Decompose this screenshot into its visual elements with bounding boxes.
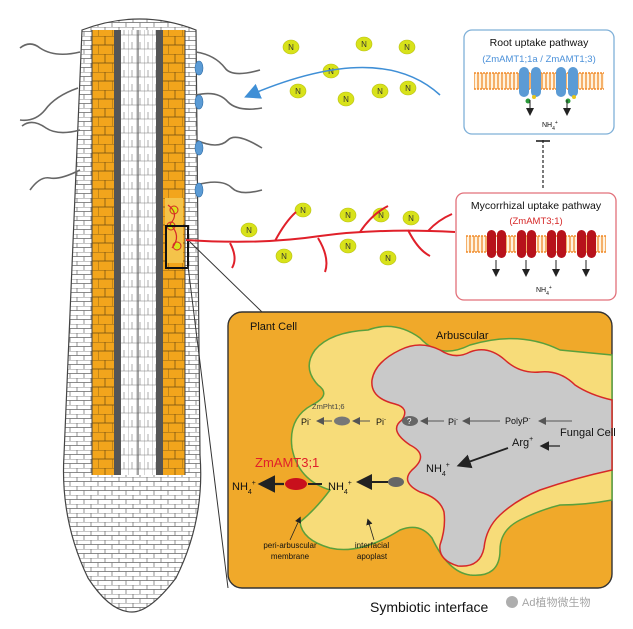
root-pathway-title: Root uptake pathway (490, 37, 589, 49)
nitrogen-particle-icon (240, 222, 258, 238)
root-transporter-icon (194, 94, 204, 110)
root-endodermis-left (114, 30, 121, 475)
root-hairs (19, 43, 263, 194)
nitrogen-particle-icon (289, 83, 307, 99)
apoplast-label: interfacial (355, 541, 389, 550)
nitrogen-particle-label: N (405, 84, 411, 93)
root-uptake-panel: Root uptake pathway (ZmAMT1;1a / ZmAMT1;… (463, 29, 615, 135)
plant-cell-label: Plant Cell (250, 321, 297, 333)
nh4-plant-label: NH4+ (232, 480, 256, 496)
nitrogen-particle-label: N (345, 242, 351, 251)
root-amt-transporter-icon (519, 67, 578, 104)
watermark: Ad植物微生物 (506, 595, 590, 609)
nitrogen-particle-icon (399, 80, 417, 96)
nitrogen-particle-icon (275, 248, 293, 264)
nitrogen-particle-icon (339, 238, 357, 254)
nitrogen-particle-label: N (385, 254, 391, 263)
nitrogen-particle-label: N (328, 67, 334, 76)
arg-label: Arg+ (512, 436, 533, 449)
mycorrhizal-uptake-panel: Mycorrhizal uptake pathway (ZmAMT3;1) NH… (455, 192, 617, 301)
polyp-label: PolyP- (505, 416, 531, 426)
nitrogen-particle-icon (355, 36, 373, 52)
pi-plant-label: Pi- (301, 417, 311, 427)
colonized-cortex (165, 198, 189, 269)
nitrogen-particle-icon (398, 39, 416, 55)
nitrogen-particle-label: N (246, 226, 252, 235)
nitrogen-particle-icon (282, 39, 300, 55)
nitrogen-particle-icon (294, 202, 312, 218)
nitrogen-particle-label: N (361, 40, 367, 49)
fungal-hyphae (185, 205, 456, 273)
membrane-label-line2: membrane (271, 552, 310, 561)
wechat-logo-icon (506, 596, 518, 608)
nitrogen-particle-label: N (377, 87, 383, 96)
myc-amt-transporter-icon (487, 230, 596, 258)
root-cortex-left (92, 30, 114, 475)
symbiotic-interface-caption: Symbiotic interface (370, 599, 488, 615)
zmamt3-label: ZmAMT3;1 (255, 455, 319, 470)
nitrogen-particle-icon (371, 83, 389, 99)
symbiotic-interface-panel: Plant Cell Arbuscular Fungal Cell ZmPht1… (227, 311, 616, 589)
myc-pathway-title: Mycorrhizal uptake pathway (471, 200, 602, 212)
nitrogen-particle-label: N (288, 43, 294, 52)
root-uptake-arrow (244, 66, 441, 99)
zmpht-label: ZmPht1;6 (312, 402, 345, 411)
nitrogen-particle-label: N (300, 206, 306, 215)
unknown-pi-transporter-icon (402, 416, 418, 426)
zmamt3-transporter-icon (285, 478, 307, 490)
nitrogen-particle-icon (337, 91, 355, 107)
nitrogen-particle-label: N (281, 252, 287, 261)
nitrogen-particle-icon (379, 250, 397, 266)
soil-nutrients: N N N N N N N N N N N N N N N N (240, 36, 420, 266)
pi-fungal-label: Pi- (448, 417, 458, 427)
root-transporter-icon (194, 60, 204, 76)
root-transporter-icon (194, 182, 204, 198)
root-pathway-genes: (ZmAMT1;1a / ZmAMT1;3) (482, 54, 595, 65)
nitrogen-particle-label: N (378, 211, 384, 220)
apoplast-label-line2: apoplast (357, 552, 388, 561)
unknown-transporter-label: ? (407, 417, 412, 426)
root-epidermal-transporters (194, 60, 204, 198)
root-transporter-icon (194, 140, 204, 156)
nitrogen-particle-icon (402, 210, 420, 226)
nitrogen-particle-label: N (408, 214, 414, 223)
pi-apoplast-label: Pi- (376, 417, 386, 427)
myc-pathway-gene: (ZmAMT3;1) (509, 216, 562, 227)
nitrogen-particle-label: N (343, 95, 349, 104)
membrane-label: peri-arbuscular (263, 541, 317, 550)
zoom-box (165, 225, 189, 269)
fungal-nh4-transporter-icon (388, 477, 404, 487)
root-section (19, 18, 263, 613)
myc-pathway-ion: NH4+ (536, 285, 552, 297)
nh4-fungal-label: NH4+ (426, 462, 450, 478)
nitrogen-particle-label: N (295, 87, 301, 96)
pht-transporter-icon (334, 416, 350, 426)
fungal-cell-label: Fungal Cell (560, 427, 616, 439)
nitrogen-particle-label: N (404, 43, 410, 52)
root-pathway-ion: NH4+ (542, 120, 558, 132)
watermark-text: Ad植物微生物 (522, 595, 590, 609)
nh4-apoplast-label: NH4+ (328, 480, 352, 496)
fungal-arbuscule (371, 344, 613, 567)
nitrogen-particle-icon (372, 207, 390, 223)
pathway-interaction-line (536, 140, 550, 188)
arbuscular-label: Arbuscular (436, 330, 489, 342)
nitrogen-particle-label: N (345, 211, 351, 220)
root-endodermis-right (156, 30, 163, 475)
nitrogen-particle-icon (339, 207, 357, 223)
